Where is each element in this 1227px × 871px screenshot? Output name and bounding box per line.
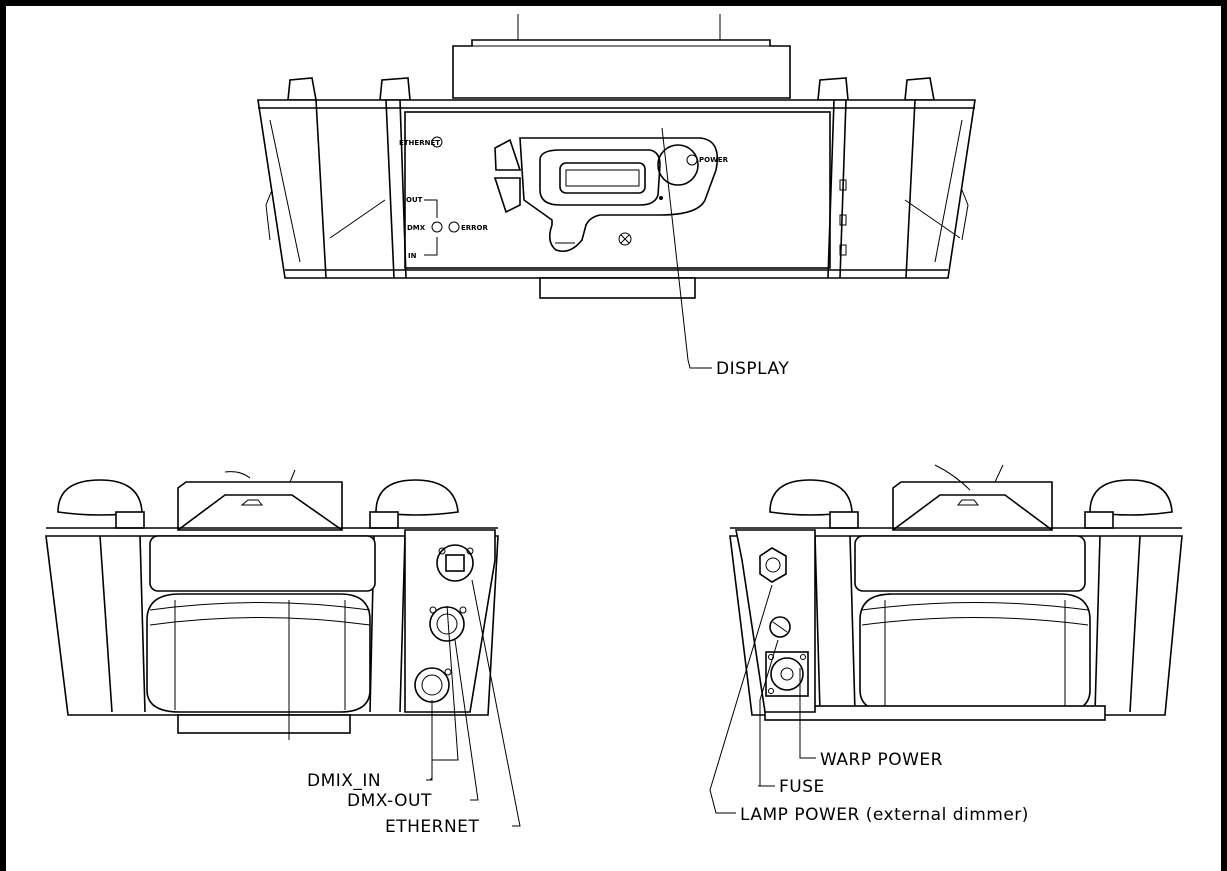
lamp-power-leader-line	[709, 584, 773, 814]
dmx-in-callout: DMIX_IN	[307, 771, 381, 791]
power-led-label: POWER	[699, 156, 729, 164]
ethernet-led-label: ETHERNET	[399, 139, 440, 147]
error-led-label: ERROR	[461, 224, 489, 232]
dmx-out-label: OUT	[406, 196, 423, 204]
lamp-power-callout: LAMP POWER (external dimmer)	[740, 805, 1029, 825]
dmx-label: DMX	[407, 224, 426, 232]
fuse-callout: FUSE	[779, 777, 825, 797]
warp-power-callout: WARP POWER	[820, 750, 943, 770]
dmx-in-leader-line-2	[426, 700, 433, 781]
left-side-view-fixture	[45, 469, 499, 740]
warp-power-leader-line	[799, 668, 816, 759]
display-callout: DISPLAY	[716, 359, 789, 379]
ethernet-leader-line	[471, 579, 521, 827]
fuse-leader-line	[758, 639, 779, 787]
ethernet-callout: ETHERNET	[385, 817, 479, 837]
top-view-fixture	[257, 14, 976, 299]
dmx-out-callout: DMX-OUT	[347, 791, 432, 811]
dmx-out-leader-line	[454, 639, 479, 801]
display-leader-line	[661, 127, 712, 369]
dmx-in-label: IN	[408, 252, 417, 260]
right-side-view-fixture	[729, 464, 1183, 721]
